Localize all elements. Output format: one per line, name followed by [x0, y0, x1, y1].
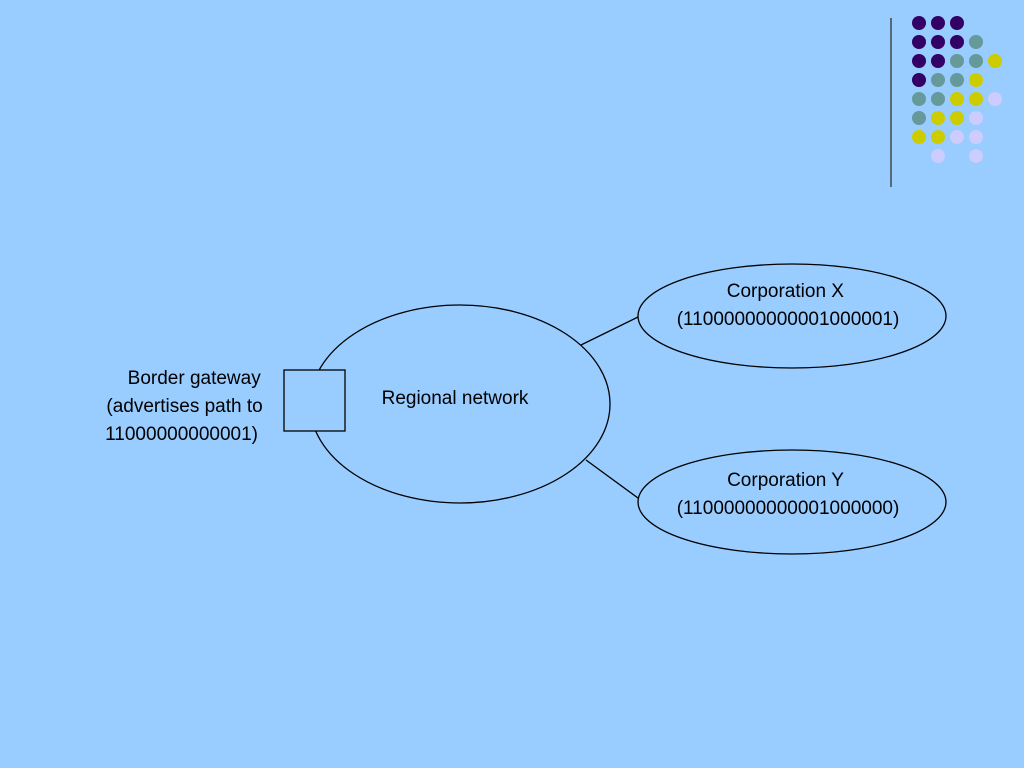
border-gateway-box [283, 369, 346, 432]
decorative-dot-teal [931, 92, 945, 106]
decorative-dot-yellow [931, 130, 945, 144]
decorative-dot-purple [931, 16, 945, 30]
decorative-dot-teal [912, 92, 926, 106]
decorative-dot-teal [969, 35, 983, 49]
decorative-dot-purple [950, 35, 964, 49]
corporation-y-name: Corporation Y [727, 470, 844, 491]
corporation-y-address: (11000000000001000000) [677, 498, 900, 519]
decorative-dot-lavender [969, 111, 983, 125]
decorative-dot-lavender [950, 130, 964, 144]
decorative-dot-purple [912, 54, 926, 68]
decorative-dot-teal [950, 54, 964, 68]
corporation-x-label: Corporation X (11000000000001000001) [677, 281, 900, 330]
corporation-x-ellipse [637, 263, 947, 369]
decorative-dot-teal [950, 73, 964, 87]
decorative-dot-lavender [969, 130, 983, 144]
decorative-dot-yellow [988, 54, 1002, 68]
connector-regional-to-corporation-x [580, 316, 639, 346]
regional-network-label: Regional network [382, 388, 529, 409]
decorative-dot-lavender [969, 149, 983, 163]
decorative-dot-purple [912, 35, 926, 49]
decorative-dot-purple [912, 16, 926, 30]
decorative-dot-lavender [988, 92, 1002, 106]
decorative-dot-yellow [950, 111, 964, 125]
decorative-dot-lavender [931, 149, 945, 163]
decorative-dot-purple [931, 35, 945, 49]
decorative-dot-yellow [931, 111, 945, 125]
corporation-y-ellipse [637, 449, 947, 555]
decorative-dot-yellow [969, 92, 983, 106]
decorative-dot-yellow [969, 73, 983, 87]
border-gateway-label: Border gateway (advertises path to 11000… [105, 368, 268, 445]
decorative-dot-purple [950, 16, 964, 30]
connector-regional-to-corporation-y [585, 459, 639, 499]
corporation-x-name: Corporation X [727, 281, 845, 302]
decorative-dot-teal [969, 54, 983, 68]
corporation-y-label: Corporation Y (11000000000001000000) [677, 470, 900, 519]
decorative-dot-teal [931, 73, 945, 87]
corporation-x-address: (11000000000001000001) [677, 309, 900, 330]
border-gateway-label-line-2: (advertises path to [106, 396, 262, 417]
border-gateway-label-line-1: Border gateway [128, 368, 262, 389]
decorative-dot-purple [931, 54, 945, 68]
decorative-dot-yellow [950, 92, 964, 106]
border-gateway-label-line-3: 11000000000001) [105, 424, 258, 445]
decorative-dot-teal [912, 111, 926, 125]
decorative-dot-purple [912, 73, 926, 87]
decorative-dot-grid [912, 16, 1002, 163]
decorative-dot-yellow [912, 130, 926, 144]
